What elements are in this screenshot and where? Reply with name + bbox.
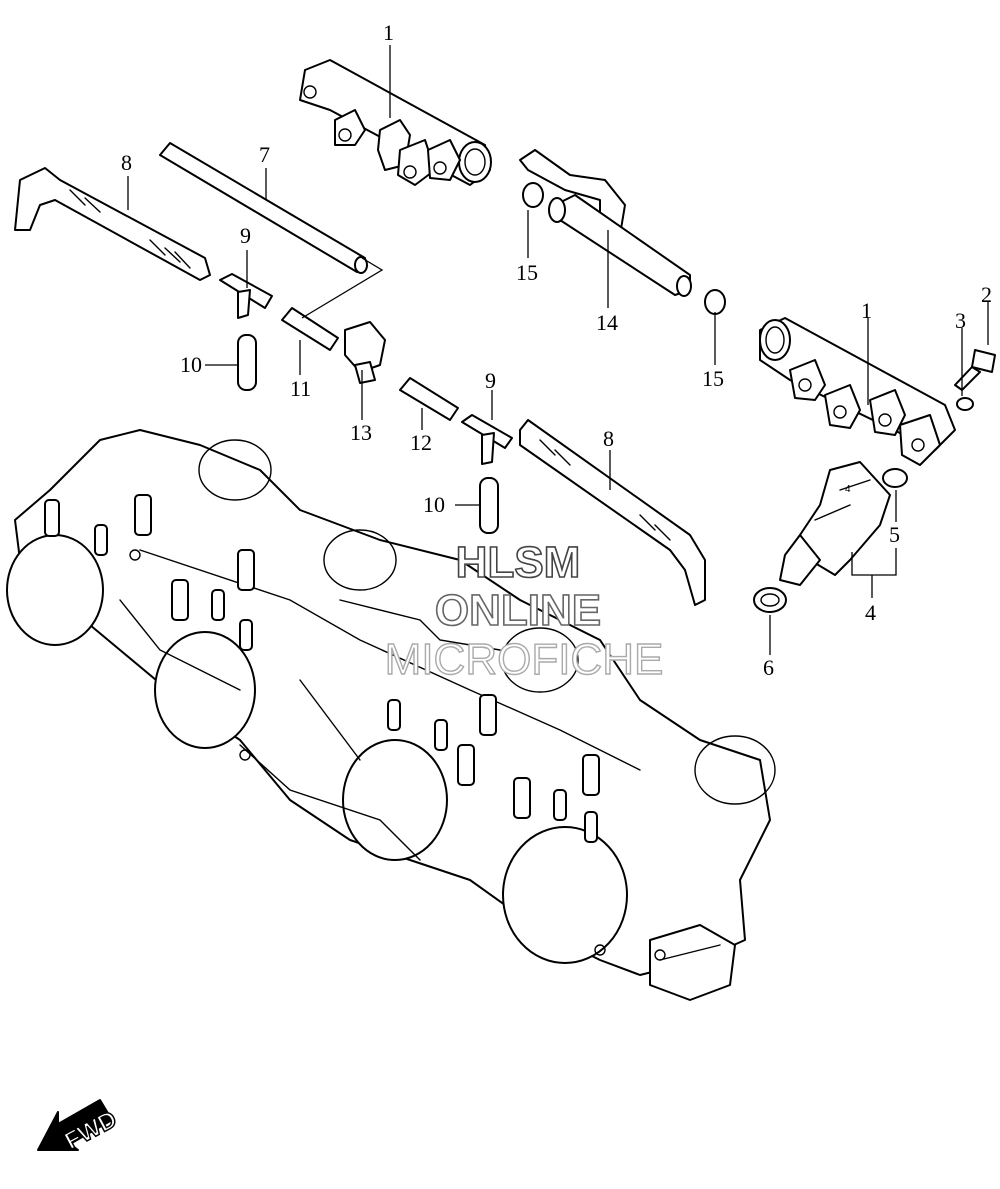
hose-part-10-left [237,334,257,391]
o-ring-part-15-left [522,182,544,208]
callout-4: 4 [865,600,876,625]
o-ring-part-6 [753,587,787,613]
callout-1-right: 1 [861,298,872,323]
callout-15-right: 15 [702,366,724,391]
watermark-line-3: MICROFICHE [385,635,664,684]
callout-8-mid: 8 [603,426,614,451]
t-joint-part-9-left [219,273,273,319]
callout-10-left: 10 [180,352,202,377]
callout-6: 6 [763,655,774,680]
washer-part-3 [956,397,974,411]
callout-14: 14 [596,310,618,335]
joint-part-13 [344,321,386,384]
callout-13: 13 [350,420,372,445]
callout-5: 5 [889,522,900,547]
callout-11: 11 [290,376,311,401]
callout-8-left: 8 [121,150,132,175]
hose-part-8-mid [519,419,706,606]
watermark: HLSM ONLINE MICROFICHE [384,537,664,685]
callout-9-mid: 9 [485,368,496,393]
hose-part-10-mid [479,477,499,534]
callout-1-top: 1 [383,20,394,45]
callout-15-left: 15 [516,260,538,285]
leader-lines [127,45,989,655]
fuel-delivery-pipe-right [759,317,956,466]
injector-part-4: 4 [779,461,891,586]
hose-part-12 [399,377,459,421]
fwd-arrow-icon: FWD [37,1099,122,1156]
t-joint-part-9-mid [461,414,513,465]
throttle-body-assembly [6,429,776,1001]
callout-labels: 1 7 8 9 10 11 13 12 9 10 8 15 14 15 1 2 … [121,20,992,680]
o-ring-part-15-right [704,289,726,315]
watermark-line-1: HLSM [456,538,581,587]
callout-10-mid: 10 [423,492,445,517]
hose-part-11 [281,307,339,351]
callout-3: 3 [955,308,966,333]
bolt-part-2 [954,349,996,391]
hose-part-8-left [14,167,211,281]
callout-9-left: 9 [240,223,251,248]
callout-7: 7 [259,142,270,167]
watermark-line-2: ONLINE [435,586,601,635]
fuel-delivery-pipe-upper [299,59,492,186]
fuel-feed-pipe-part-14 [519,149,692,297]
svg-text:4: 4 [845,484,851,495]
callout-2: 2 [981,282,992,307]
hose-part-7 [159,142,368,274]
callout-12: 12 [410,430,432,455]
o-ring-part-5 [882,468,908,488]
